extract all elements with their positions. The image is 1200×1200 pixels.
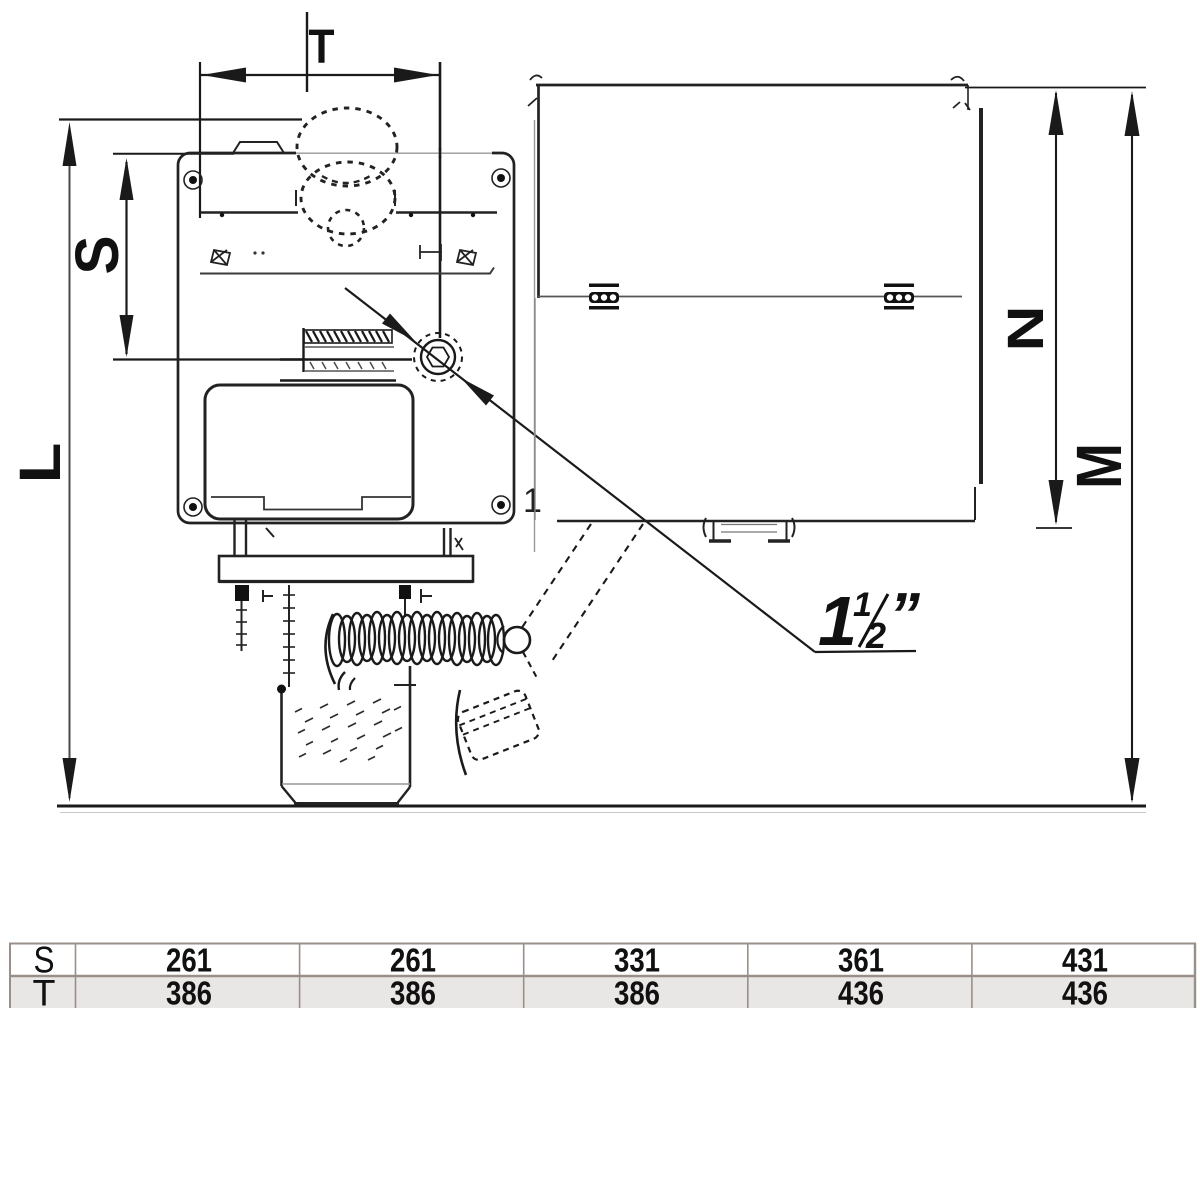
svg-text:M: M <box>1063 443 1135 489</box>
svg-text:361: 361 <box>838 942 884 979</box>
svg-text:431: 431 <box>1062 942 1108 979</box>
svg-text:386: 386 <box>614 975 660 1012</box>
svg-text:436: 436 <box>838 975 884 1012</box>
svg-text:1: 1 <box>523 482 542 520</box>
svg-text:T: T <box>33 973 56 1014</box>
svg-text:261: 261 <box>390 942 436 979</box>
svg-text:261: 261 <box>166 942 212 979</box>
svg-text:2: 2 <box>865 615 886 656</box>
svg-text:436: 436 <box>1062 975 1108 1012</box>
svg-text:386: 386 <box>166 975 212 1012</box>
svg-text:S: S <box>63 236 131 275</box>
svg-text:1: 1 <box>853 586 872 624</box>
svg-text:T: T <box>309 21 335 74</box>
svg-text:”: ” <box>889 581 920 650</box>
svg-text:331: 331 <box>614 942 660 979</box>
svg-text:N: N <box>997 306 1054 352</box>
svg-text:S: S <box>34 940 55 981</box>
svg-text:L: L <box>8 443 73 484</box>
svg-text:1: 1 <box>818 582 857 660</box>
svg-text:386: 386 <box>390 975 436 1012</box>
